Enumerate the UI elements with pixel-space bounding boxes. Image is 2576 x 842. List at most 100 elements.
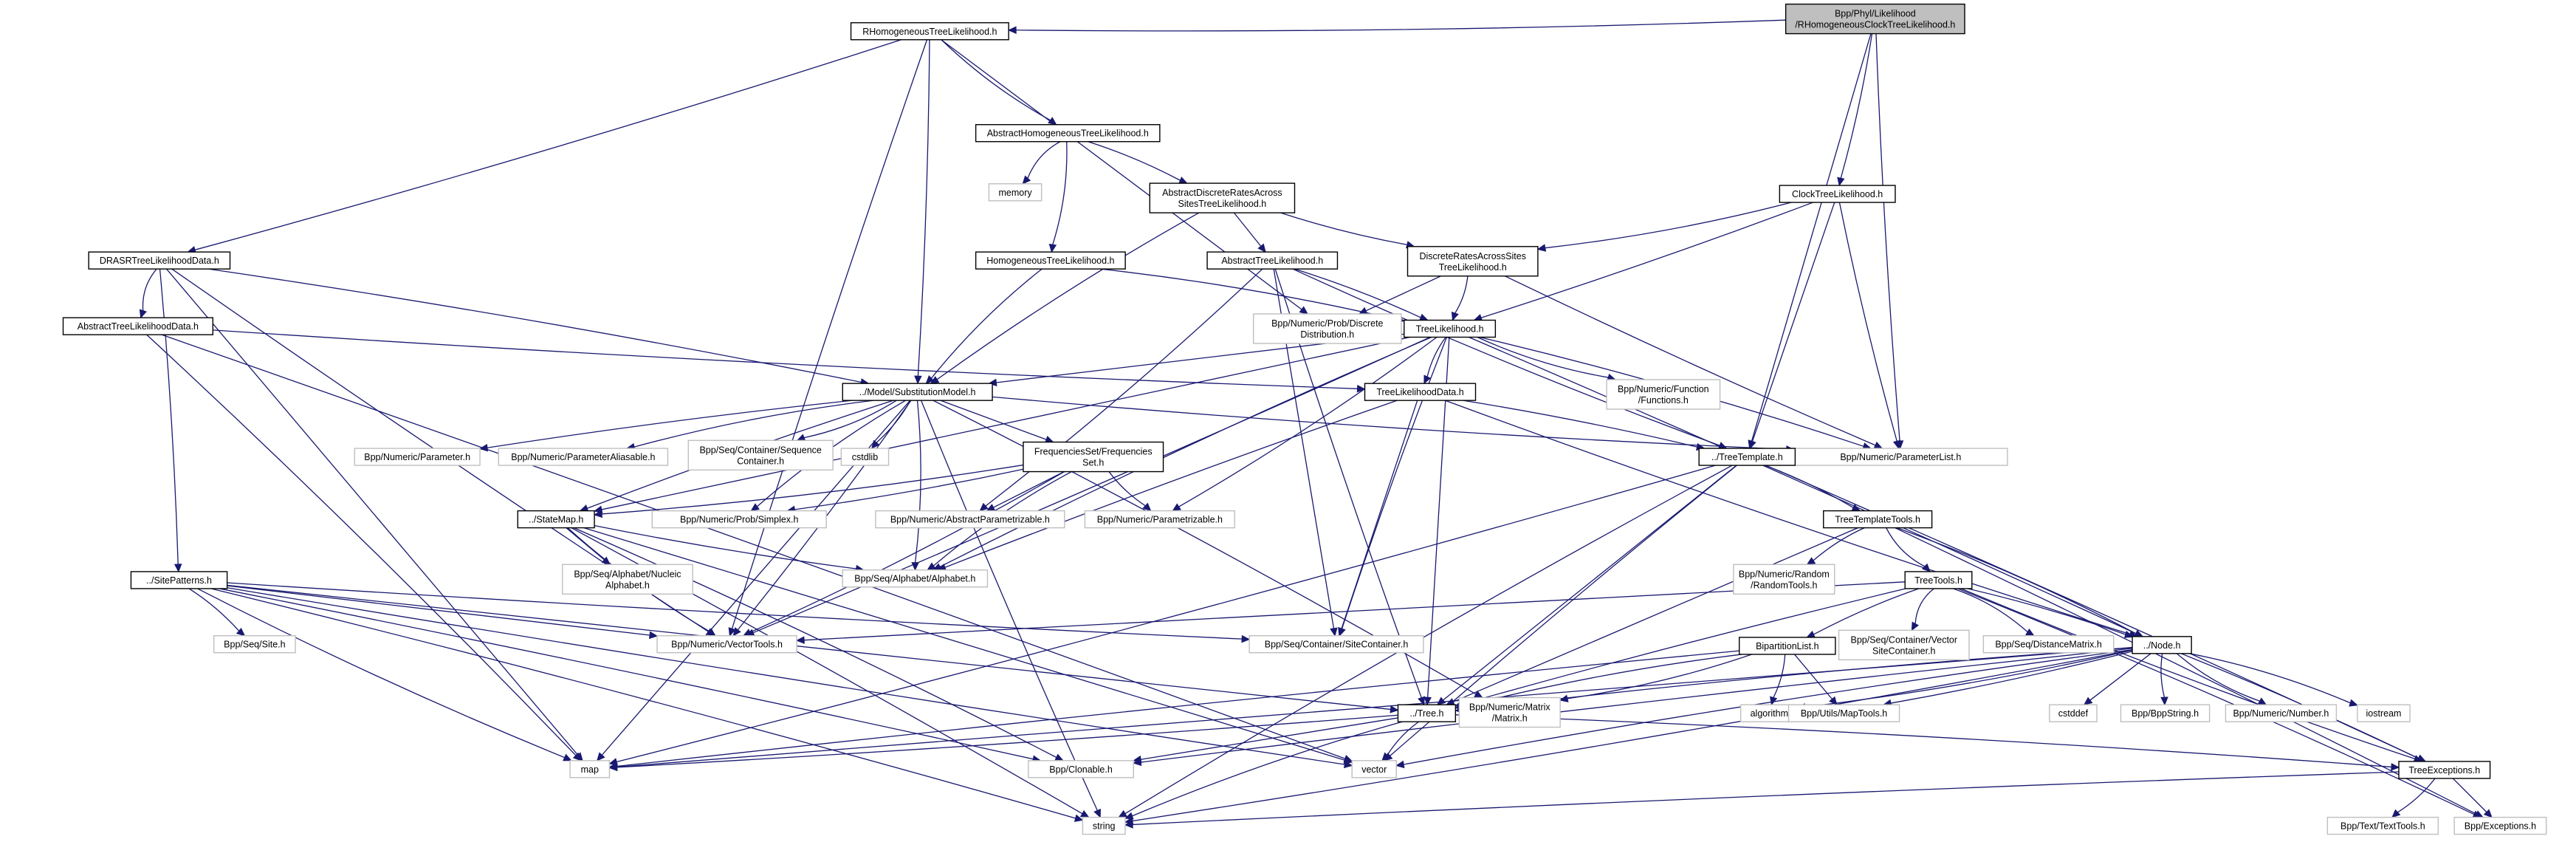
node-box: [842, 383, 993, 401]
node-label: AbstractTreeLikelihood.h: [1221, 256, 1323, 266]
arrowhead-icon: [911, 562, 919, 571]
edge-line: [921, 400, 1098, 811]
graph-node-node[interactable]: ../Node.h: [2132, 636, 2192, 654]
graph-node-bipart[interactable]: BipartitionList.h: [1738, 637, 1836, 655]
edge-line: [616, 646, 2133, 768]
graph-node-tree[interactable]: ../Tree.h: [1397, 704, 1457, 722]
graph-node-subst[interactable]: ../Model/SubstitutionModel.h: [842, 383, 993, 401]
edge-line: [1751, 33, 1872, 442]
arrowhead-icon: [1054, 753, 1064, 761]
edge-treetools-to-tree: [1454, 588, 1906, 708]
graph-node-vectools: Bpp/Numeric/VectorTools.h: [656, 635, 797, 654]
graph-node-treeexc[interactable]: TreeExceptions.h: [2398, 761, 2491, 779]
edge-line: [601, 464, 1024, 515]
graph-node-drasrd[interactable]: DRASRTreeLikelihoodData.h: [88, 251, 231, 270]
node-box: [88, 251, 231, 270]
node-box: [1397, 704, 1457, 722]
edge-line: [1178, 336, 1438, 507]
node-label: Bpp/Numeric/AbstractParametrizable.h: [890, 515, 1050, 525]
edge-bipart-to-algorithm: [1770, 654, 1786, 706]
arrowhead-icon: [1330, 627, 1338, 637]
node-label: cstddef: [2058, 708, 2089, 719]
edge-subst-to-freqset: [940, 400, 1054, 443]
node-label: Bpp/Numeric/Parameter.h: [364, 452, 470, 462]
node-label: SiteContainer.h: [1872, 646, 1936, 656]
edge-line: [1292, 268, 1720, 446]
edge-node-to-cstddef: [2083, 653, 2151, 705]
graph-node-cstddef: cstddef: [2049, 704, 2098, 722]
arrowhead-icon: [2123, 630, 2134, 638]
edge-line: [2397, 778, 2436, 813]
node-label: Bpp/Numeric/Function: [1618, 384, 1709, 394]
edge-line: [194, 39, 901, 250]
graph-node-atl[interactable]: AbstractTreeLikelihood.h: [1206, 251, 1339, 270]
graph-node-site: Bpp/Seq/Site.h: [213, 635, 296, 654]
graph-node-htl[interactable]: HomogeneousTreeLikelihood.h: [975, 251, 1126, 270]
edge-line: [1387, 721, 1419, 756]
node-label: Container.h: [737, 456, 784, 466]
node-box: [1458, 696, 1561, 728]
graph-node-adrastl[interactable]: AbstractDiscreteRatesAcrossSitesTreeLike…: [1149, 182, 1296, 213]
graph-node-ttt[interactable]: TreeTemplateTools.h: [1823, 510, 1933, 529]
edge-htl-to-subst: [925, 268, 1043, 385]
graph-node-root[interactable]: Bpp/Phyl/Likelihood/RHomogeneousClockTre…: [1785, 3, 1965, 35]
graph-node-freqset[interactable]: FrequenciesSet/FrequenciesSet.h: [1023, 441, 1164, 473]
arrowhead-icon: [1257, 243, 1266, 253]
edge-line: [227, 587, 1345, 765]
node-box: [988, 183, 1043, 202]
edge-line: [1445, 400, 2131, 635]
graph-node-atld[interactable]: AbstractTreeLikelihoodData.h: [62, 317, 214, 335]
graph-node-tld[interactable]: TreeLikelihoodData.h: [1364, 383, 1477, 401]
graph-node-sitepat[interactable]: ../SitePatterns.h: [130, 571, 228, 589]
edge-line: [1132, 721, 1403, 817]
edge-ttt-to-exceptions: [1895, 527, 2484, 818]
arrowhead-icon: [1770, 696, 1778, 706]
edge-line: [159, 269, 179, 564]
node-label: AbstractDiscreteRatesAcross: [1162, 188, 1282, 198]
graph-node-tl[interactable]: TreeLikelihood.h: [1404, 319, 1497, 338]
edge-adrastl-to-atl: [1233, 212, 1266, 253]
arrowhead-icon: [593, 510, 603, 518]
node-box: [1404, 319, 1497, 338]
node-label: SitesTreeLikelihood.h: [1178, 199, 1267, 209]
graph-node-treetools[interactable]: TreeTools.h: [1904, 571, 1973, 589]
graph-node-statemap[interactable]: ../StateMap.h: [517, 510, 595, 529]
edge-line: [993, 470, 1065, 508]
edge-node-to-treeexc: [2180, 653, 2426, 762]
arrowhead-icon: [174, 564, 182, 573]
edge-line: [917, 39, 930, 377]
node-label: Bpp/Numeric/VectorTools.h: [671, 640, 783, 650]
node-label: Bpp/Numeric/Number.h: [2233, 708, 2329, 719]
edge-subst-to-string: [921, 400, 1101, 818]
node-label: /RandomTools.h: [1751, 580, 1817, 590]
graph-node-ahtl[interactable]: AbstractHomogeneousTreeLikelihood.h: [975, 124, 1161, 143]
graph-node-paramlist: Bpp/Numeric/ParameterList.h: [1793, 448, 2008, 466]
edge-line: [1453, 527, 1858, 702]
edge-rhtl-to-vectools: [728, 39, 928, 637]
node-box: [1823, 510, 1933, 529]
arrowhead-icon: [979, 502, 989, 512]
edge-bipart-to-maptools: [1793, 654, 1838, 706]
graph-node-ctl[interactable]: ClockTreeLikelihood.h: [1779, 185, 1896, 203]
graph-node-vector: vector: [1351, 760, 1397, 778]
graph-node-sitecont: Bpp/Seq/Container/SiteContainer.h: [1248, 635, 1424, 654]
edge-line: [188, 588, 240, 632]
edge-line: [1100, 268, 1398, 321]
edge-line: [1886, 527, 1926, 567]
node-box: [651, 510, 827, 529]
graph-node-matrix: Bpp/Numeric/Matrix/Matrix.h: [1458, 696, 1561, 728]
edge-tree-to-treeexc: [1455, 714, 2400, 771]
arrowhead-icon: [1299, 306, 1309, 315]
arrowhead-icon: [1358, 307, 1368, 315]
graph-node-rhtl[interactable]: RHomogeneousTreeLikelihood.h: [850, 22, 1009, 41]
edge-ahtl-to-htl: [1048, 141, 1068, 253]
node-label: map: [581, 764, 599, 775]
arrowhead-icon: [732, 627, 741, 637]
edge-line: [1967, 588, 2126, 635]
edge-line: [166, 268, 579, 756]
edge-rhtl-to-ahtl: [941, 39, 1057, 126]
edge-line: [936, 212, 1200, 380]
graph-node-treetemplate[interactable]: ../TreeTemplate.h: [1698, 448, 1796, 466]
edge-line: [1027, 141, 1061, 179]
